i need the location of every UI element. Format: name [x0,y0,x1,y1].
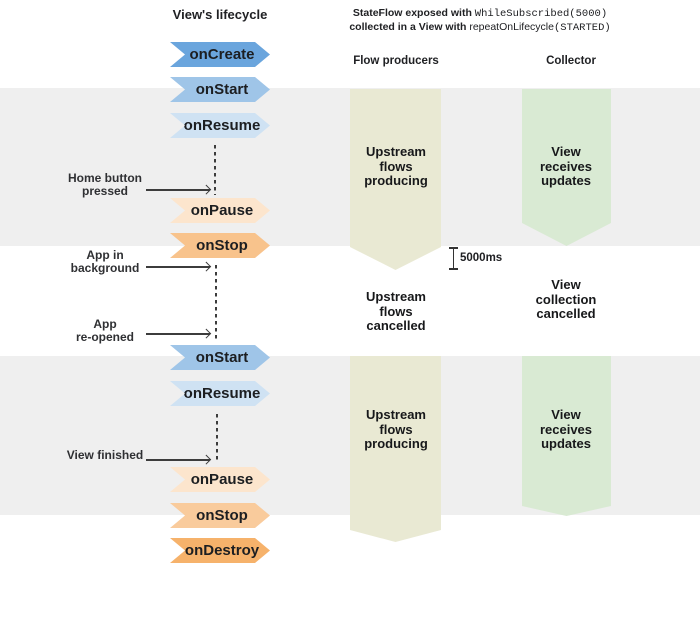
timeout-duration-bracket [449,247,458,270]
lifecycle-column-title: View's lifecycle [172,7,268,22]
lifecycle-badge-onstop-1: onStop [170,233,270,258]
annotation-home-button-pressed: Home button pressed [68,171,142,198]
collector-state-cancelled: View collection cancelled [535,277,597,322]
flow-producers-band-2 [350,356,441,542]
lifecycle-badge-onpause-2: onPause [170,467,270,492]
lifecycle-badge-oncreate: onCreate [170,42,270,67]
annotation-arrow-3 [146,333,210,335]
flow-producers-column-header: Flow producers [353,55,439,67]
producer-state-producing-2: Upstream flows producing [364,407,428,452]
stateflow-config-line1: StateFlow exposed with WhileSubscribed(5… [352,7,608,20]
stateflow-config-line2: collected in a View with repeatOnLifecyc… [349,21,611,34]
collector-state-receiving-1: View receives updates [539,144,593,189]
timeout-duration-label: 5000ms [460,252,503,264]
producer-state-producing-1: Upstream flows producing [364,144,428,189]
flow-producers-band-1 [350,89,441,270]
annotation-view-finished: View finished [66,448,144,462]
lifecycle-gap-dashed-line-3 [216,414,218,462]
lifecycle-badge-onstart-1: onStart [170,77,270,102]
stateflow-config-header: StateFlow exposed with WhileSubscribed(5… [330,7,630,35]
collector-column-header: Collector [546,55,596,67]
lifecycle-badge-onresume-1: onResume [170,113,270,138]
annotation-arrow-4 [146,459,210,461]
producer-state-cancelled: Upstream flows cancelled [366,289,426,334]
collector-band-2 [522,356,611,516]
lifecycle-gap-dashed-line-2 [215,265,217,342]
annotation-app-reopened: App re-opened [75,317,134,344]
collector-state-receiving-2: View receives updates [539,407,593,452]
lifecycle-gap-dashed-line-1 [214,145,216,195]
collector-band-1 [522,89,611,246]
annotation-arrow-2 [146,266,210,268]
annotation-arrow-1 [146,189,210,191]
lifecycle-badge-onstart-2: onStart [170,345,270,370]
annotation-app-in-background: App in background [70,248,140,275]
lifecycle-badge-ondestroy: onDestroy [170,538,270,563]
lifecycle-badge-onpause-1: onPause [170,198,270,223]
lifecycle-badge-onstop-2: onStop [170,503,270,528]
lifecycle-badge-onresume-2: onResume [170,381,270,406]
